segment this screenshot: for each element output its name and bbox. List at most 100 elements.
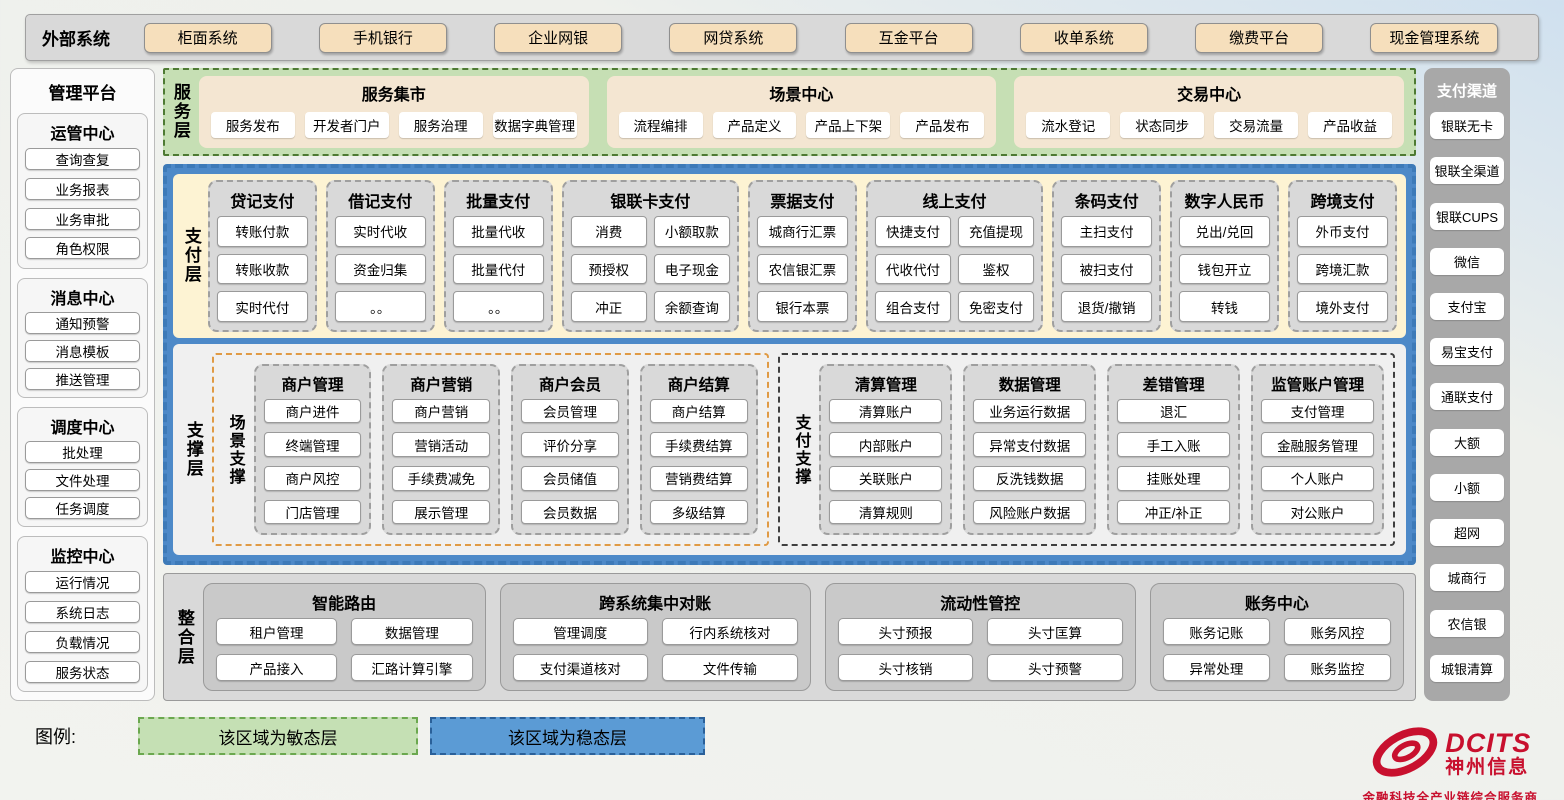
scene-item-box: 产品上下架 xyxy=(806,111,891,138)
group-title: 消息中心 xyxy=(50,290,115,308)
monitor-item-box: 运行情况 xyxy=(25,571,140,594)
dcits-swirl-icon xyxy=(1369,724,1441,785)
payment-item-box: 农信银汇票 xyxy=(756,253,848,285)
ops-center-group: 运管中心 查询查复业务报表业务审批角色权限 xyxy=(17,113,148,269)
ops-item-box: 业务报表 xyxy=(25,178,140,201)
payment-item-box: 组合支付 xyxy=(874,291,951,322)
column-title: 银联卡支付 xyxy=(610,193,691,211)
main-layout: 管理平台 运管中心 查询查复业务报表业务审批角色权限 消息中心 通知预警消息模板… xyxy=(10,68,1564,701)
payment-item-box: 资金归集 xyxy=(334,253,426,285)
support-column-merchant-marketing: 商户营销 商户营销营销活动手续费减免展示管理 xyxy=(382,363,501,536)
support-item-box: 终端管理 xyxy=(263,432,362,458)
integration-layer-label: 整合层 xyxy=(174,608,194,666)
payment-item-box: 银行本票 xyxy=(756,291,848,322)
scene-center-group: 场景中心 流程编排产品定义产品上下架产品发布 xyxy=(606,76,997,148)
payment-columns: 贷记支付 转账付款转账收款实时代付 借记支付 实时代收资金归集。。 批量支付 批… xyxy=(207,179,1397,332)
payment-channel-box: 易宝支付 xyxy=(1430,338,1504,366)
column-title: 清算管理 xyxy=(854,376,917,394)
payment-item-box: 鉴权 xyxy=(958,253,1035,285)
integration-box-reconciliation: 跨系统集中对账 管理调度行内系统核对支付渠道核对文件传输 xyxy=(499,583,811,691)
support-item-box: 商户风控 xyxy=(263,466,362,491)
group-title: 服务集市 xyxy=(361,87,426,104)
support-column-error: 差错管理 退汇手工入账挂账处理冲正/补正 xyxy=(1107,363,1241,536)
payment-channel-box: 通联支付 xyxy=(1430,383,1504,411)
monitor-item-box: 负载情况 xyxy=(25,630,140,653)
support-column-merchant-settlement: 商户结算 商户结算手续费结算营销费结算多级结算 xyxy=(639,363,758,536)
service-item-box: 数据字典管理 xyxy=(492,111,577,138)
support-item-box: 手续费结算 xyxy=(649,432,748,458)
support-item-box: 冲正/补正 xyxy=(1117,499,1231,525)
service-layer: 服务层 服务集市 服务发布开发者门户服务治理数据字典管理 场景中心 流程编排产品… xyxy=(163,68,1416,156)
support-item-box: 支付管理 xyxy=(1261,398,1375,424)
group-title: 交易中心 xyxy=(1177,87,1242,104)
support-item-box: 门店管理 xyxy=(263,499,362,525)
ops-item-box: 查询查复 xyxy=(25,148,140,171)
column-title: 跨境支付 xyxy=(1310,193,1375,211)
support-item-box: 商户结算 xyxy=(649,398,748,424)
support-item-box: 异常支付数据 xyxy=(973,432,1087,458)
column-title: 贷记支付 xyxy=(230,193,295,211)
payment-column-ecny: 数字人民币 兑出/兑回钱包开立转钱 xyxy=(1170,179,1280,332)
scene-item-box: 产品定义 xyxy=(712,111,797,138)
integration-item-box: 头寸核销 xyxy=(837,654,974,681)
payment-channel-box: 城银清算 xyxy=(1430,654,1504,682)
column-title: 商户营销 xyxy=(410,376,473,394)
integration-item-box: 行内系统核对 xyxy=(662,618,798,646)
payment-item-box: 余额查询 xyxy=(653,291,730,322)
trade-item-box: 产品收益 xyxy=(1308,111,1393,138)
legend-stable-box: 该区域为稳态层 xyxy=(430,717,706,755)
integration-box-smart-routing: 智能路由 租户管理数据管理产品接入汇路计算引擎 xyxy=(202,583,486,691)
integration-item-box: 头寸预报 xyxy=(837,618,974,646)
support-column-merchant-member: 商户会员 会员管理评价分享会员储值会员数据 xyxy=(511,363,629,536)
management-platform-title: 管理平台 xyxy=(48,84,117,103)
support-item-box: 反洗钱数据 xyxy=(973,466,1087,491)
center-column: 服务层 服务集市 服务发布开发者门户服务治理数据字典管理 场景中心 流程编排产品… xyxy=(163,68,1416,701)
support-item-box: 关联账户 xyxy=(829,466,943,491)
payment-item-box: 免密支付 xyxy=(958,291,1035,322)
support-item-box: 清算账户 xyxy=(829,398,943,424)
payment-item-box: 转账收款 xyxy=(216,253,308,285)
dcits-logo: DCITS 神州信息 金融科技全产业链综合服务商 xyxy=(1362,724,1538,800)
column-title: 票据支付 xyxy=(770,193,835,211)
column-title: 数字人民币 xyxy=(1184,193,1265,211)
schedule-item-box: 批处理 xyxy=(25,441,140,464)
column-title: 商户管理 xyxy=(281,376,344,394)
management-platform-panel: 管理平台 运管中心 查询查复业务报表业务审批角色权限 消息中心 通知预警消息模板… xyxy=(10,68,155,701)
external-system-box: 网贷系统 xyxy=(669,22,798,53)
support-item-box: 会员储值 xyxy=(521,466,619,491)
payment-channel-box: 银联全渠道 xyxy=(1430,157,1504,185)
monitor-item-box: 系统日志 xyxy=(25,601,140,624)
external-system-box: 企业网银 xyxy=(494,22,623,53)
stable-zone: 支付层 贷记支付 转账付款转账收款实时代付 借记支付 实时代收资金归集。。 批量… xyxy=(163,163,1416,566)
external-system-box: 收单系统 xyxy=(1019,22,1148,53)
external-system-box: 互金平台 xyxy=(844,22,973,53)
payment-column-crossborder: 跨境支付 外币支付跨境汇款境外支付 xyxy=(1288,179,1397,332)
payment-item-box: 兑出/兑回 xyxy=(1179,215,1271,247)
service-item-box: 开发者门户 xyxy=(304,111,389,138)
scene-support-label: 场景支撑 xyxy=(226,413,244,486)
payment-item-box: 冲正 xyxy=(570,291,647,322)
message-item-box: 推送管理 xyxy=(25,367,140,390)
payment-item-box: 钱包开立 xyxy=(1179,253,1271,285)
support-column-merchant-mgmt: 商户管理 商户进件终端管理商户风控门店管理 xyxy=(253,363,372,536)
external-systems-bar: 外部系统 柜面系统手机银行企业网银网贷系统互金平台收单系统缴费平台现金管理系统 xyxy=(25,14,1539,61)
payment-column-credit: 贷记支付 转账付款转账收款实时代付 xyxy=(207,179,317,332)
payment-item-box: 。。 xyxy=(334,291,426,322)
service-market-group: 服务集市 服务发布开发者门户服务治理数据字典管理 xyxy=(198,76,589,148)
external-system-box: 柜面系统 xyxy=(143,22,272,53)
integration-item-box: 头寸预警 xyxy=(987,654,1123,681)
payment-item-box: 跨境汇款 xyxy=(1297,253,1388,285)
support-item-box: 内部账户 xyxy=(829,432,943,458)
support-item-box: 个人账户 xyxy=(1261,466,1375,491)
payment-channel-box: 小额 xyxy=(1430,473,1504,501)
payment-item-box: 电子现金 xyxy=(653,253,730,285)
scene-item-box: 流程编排 xyxy=(618,111,703,138)
support-item-box: 商户进件 xyxy=(263,398,362,424)
legend-label: 图例: xyxy=(35,727,77,747)
scene-support-group: 场景支撑 商户管理 商户进件终端管理商户风控门店管理 商户营销 商户营销营销活动… xyxy=(211,352,769,547)
scene-item-box: 产品发布 xyxy=(900,111,985,138)
payment-item-box: 城商行汇票 xyxy=(756,215,848,247)
support-item-box: 业务运行数据 xyxy=(973,398,1087,424)
schedule-center-group: 调度中心 批处理文件处理任务调度 xyxy=(17,407,148,528)
support-column-regulated-account: 监管账户管理 支付管理金融服务管理个人账户对公账户 xyxy=(1251,363,1385,536)
